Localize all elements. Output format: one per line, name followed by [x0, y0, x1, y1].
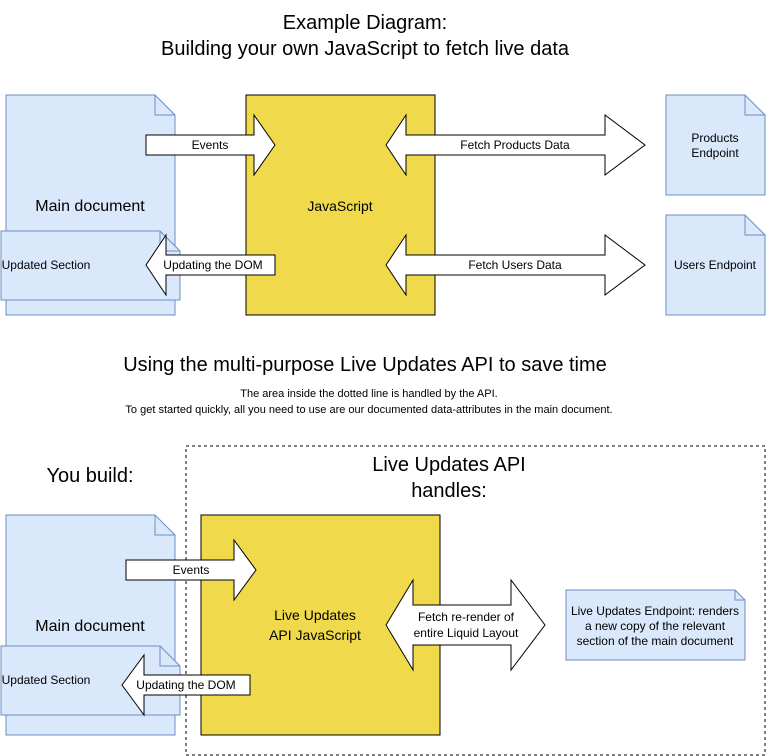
bottom-subtitle-line2: To get started quickly, all you need to …	[125, 404, 612, 416]
api-handles-label-line1: Live Updates API	[372, 454, 525, 476]
products-endpoint-fold	[744, 95, 765, 116]
top-updating-dom-label: Updating the DOM	[163, 258, 262, 272]
bottom-updated-section-label: Updated Section	[2, 673, 91, 687]
products-endpoint-shape	[665, 94, 766, 196]
top-updating-dom-arrow	[145, 233, 276, 297]
bottom-title: Using the multi-purpose Live Updates API…	[123, 354, 607, 376]
live-updates-endpoint-shape	[565, 589, 746, 661]
bottom-updating-dom-label: Updating the DOM	[136, 678, 235, 692]
api-handled-region	[185, 445, 766, 756]
top-main-document-label: Main document	[35, 198, 145, 215]
top-updated-section-label: Updated Section	[2, 258, 91, 272]
bottom-events-arrow	[125, 538, 257, 602]
live-updates-endpoint-label-line1: Live Updates Endpoint: renders	[571, 604, 739, 618]
top-title-line2: Building your own JavaScript to fetch li…	[161, 38, 570, 60]
api-javascript-label-line2: API JavaScript	[269, 627, 361, 643]
bottom-main-document-label: Main document	[35, 618, 145, 635]
products-endpoint-label-line2: Endpoint	[691, 146, 739, 160]
fetch-rerender-label-line1: Fetch re-render of	[418, 610, 515, 624]
top-fetch-users-arrow	[385, 233, 646, 297]
top-events-label: Events	[192, 138, 229, 152]
live-updates-endpoint-label-line2: a new copy of the relevant	[585, 619, 726, 633]
fetch-rerender-label-line2: entire Liquid Layout	[414, 626, 519, 640]
fetch-rerender-arrow	[385, 578, 546, 672]
products-endpoint-label-line1: Products	[691, 131, 738, 145]
bottom-events-label: Events	[173, 563, 210, 577]
users-endpoint-shape	[665, 214, 766, 316]
top-javascript-label: JavaScript	[307, 198, 372, 214]
bottom-main-document-fold	[154, 515, 175, 536]
users-endpoint-fold	[744, 215, 765, 236]
top-events-arrow	[145, 113, 276, 177]
live-updates-endpoint-fold	[734, 590, 745, 601]
top-title-line1: Example Diagram:	[283, 12, 448, 34]
bottom-updated-section-fold	[159, 646, 180, 667]
top-fetch-products-label: Fetch Products Data	[460, 138, 570, 152]
users-endpoint-label: Users Endpoint	[674, 258, 757, 272]
api-handles-label-line2: handles:	[411, 480, 487, 502]
top-fetch-products-arrow	[385, 113, 646, 177]
bottom-updating-dom-arrow	[121, 653, 251, 717]
top-main-document-fold	[154, 95, 175, 116]
live-updates-endpoint-label-line3: section of the main document	[577, 634, 734, 648]
top-fetch-users-label: Fetch Users Data	[468, 258, 562, 272]
you-build-label: You build:	[46, 465, 133, 487]
bottom-subtitle-line1: The area inside the dotted line is handl…	[240, 388, 497, 400]
api-javascript-label-line1: Live Updates	[274, 607, 356, 623]
